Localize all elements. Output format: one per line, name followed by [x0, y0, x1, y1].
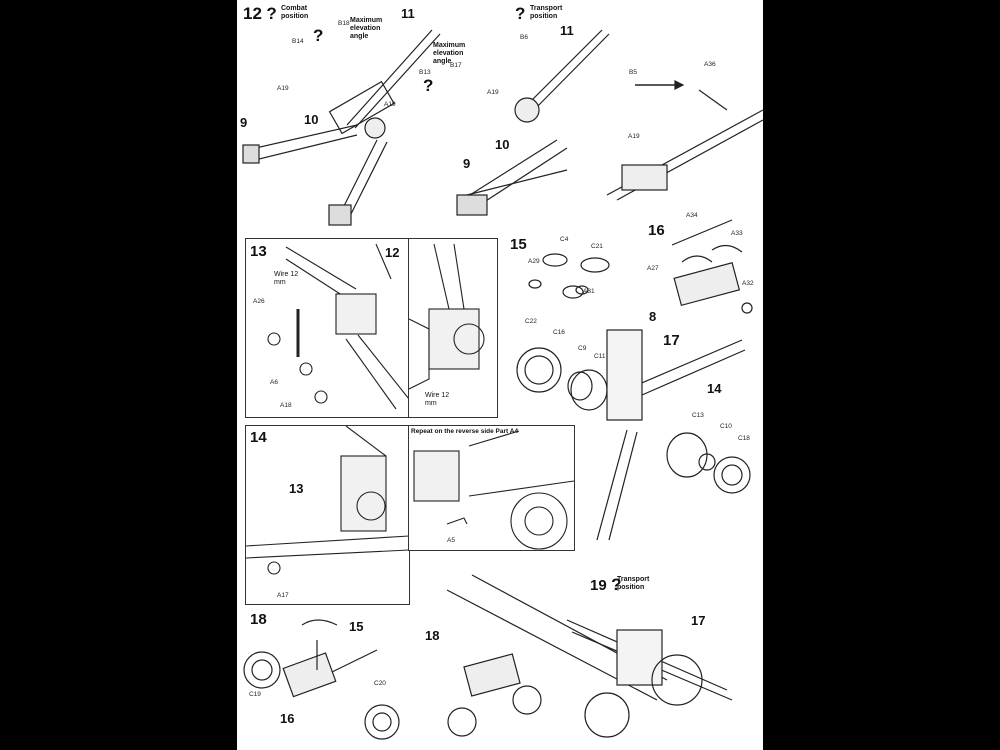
part-c11: C11 [594, 353, 606, 360]
note-max-elevation-2: Maximum elevation angle [433, 42, 466, 65]
step16-parts [671, 219, 753, 314]
subassembly-11: 11 [401, 6, 415, 21]
subassembly-18: 18 [425, 628, 440, 643]
part-c18: C18 [738, 435, 750, 442]
part-a29: A29 [528, 258, 540, 265]
note-combat: Combat position [281, 5, 309, 20]
step-16-number: 16 [648, 222, 665, 239]
subassembly-11: 11 [560, 23, 574, 38]
question-icon: ? [515, 4, 526, 23]
part-a33: A33 [731, 230, 743, 237]
subassembly-15: 15 [349, 619, 364, 634]
step14-detail-drawing [413, 430, 574, 550]
part-c9: C9 [578, 345, 587, 352]
part-a31: A31 [583, 288, 595, 295]
note-repeat: Repeat on the reverse side Part A4 [411, 428, 519, 435]
step-14-panel [245, 425, 410, 605]
part-c22: C22 [525, 318, 537, 325]
instruction-sheet: 12 ? Combat position ? ? Maximum elevati… [237, 0, 763, 750]
part-b13: B13 [419, 69, 431, 76]
part-c20: C20 [374, 680, 386, 687]
step-13-number: 13 [250, 243, 267, 260]
step-17-number: 17 [663, 332, 680, 349]
note-max-elevation-1: Maximum elevation angle [350, 17, 383, 40]
subassembly-12: 12 [385, 245, 400, 260]
step18-drawing [243, 619, 400, 740]
part-c19: C19 [249, 691, 261, 698]
subassembly-17: 17 [691, 613, 706, 628]
question-icon: ? [313, 26, 324, 45]
note-wire-1: Wire 12 mm [274, 271, 299, 286]
part-a32: A32 [742, 280, 754, 287]
part-a26: A26 [253, 298, 265, 305]
part-b6: B6 [520, 34, 528, 41]
subassembly-16: 16 [280, 711, 295, 726]
part-c16: C16 [553, 329, 565, 336]
step-15-number: 15 [510, 236, 527, 253]
part-b5: B5 [629, 69, 637, 76]
subassembly-9: 9 [463, 156, 471, 171]
part-c4: C4 [560, 236, 569, 243]
part-a27: A27 [647, 265, 659, 272]
subassembly-9: 9 [240, 115, 248, 130]
part-c21: C21 [591, 243, 603, 250]
step-12-heading: 12 ? [243, 4, 277, 24]
step-13-panel [245, 238, 410, 418]
step-14-number: 14 [250, 429, 267, 446]
subassembly-14: 14 [707, 381, 722, 396]
part-b14: B14 [292, 38, 304, 45]
note-transport: Transport position [530, 5, 563, 20]
part-a5: A5 [447, 537, 455, 544]
part-a19: A19 [628, 133, 640, 140]
step-number: 12 [243, 4, 262, 23]
step-18-number: 18 [250, 611, 267, 628]
question-icon: ? [423, 76, 434, 95]
part-a36: A36 [704, 61, 716, 68]
subassembly-8: 8 [649, 309, 657, 324]
part-a6: A6 [270, 379, 278, 386]
part-b17: B17 [450, 62, 462, 69]
note-transport-19: Transport position [617, 576, 650, 591]
subassembly-10: 10 [304, 112, 319, 127]
step15-parts [528, 253, 610, 299]
step17-drawing [516, 329, 751, 541]
question-icon: ? [266, 4, 277, 23]
part-c10: C10 [720, 423, 732, 430]
note-wire-2: Wire 12 mm [425, 392, 450, 407]
part-a18: A18 [280, 402, 292, 409]
part-a34: A34 [686, 212, 698, 219]
question-icon: ? [611, 575, 622, 594]
subassembly-13: 13 [289, 481, 304, 496]
step13-detail-drawing [409, 243, 485, 390]
part-b18: B18 [338, 20, 350, 27]
line-art [242, 29, 763, 740]
part-a19: A19 [487, 89, 499, 96]
part-a19: A19 [277, 85, 289, 92]
part-c13: C13 [692, 412, 704, 419]
part-a17: A17 [277, 592, 289, 599]
gun-combat-drawing [242, 29, 441, 226]
step-19-heading: 19 ? [590, 575, 622, 595]
subassembly-10: 10 [495, 137, 510, 152]
gun-transport-drawing [456, 29, 763, 216]
step13-drawing [267, 243, 409, 410]
part-a19: A19 [384, 101, 396, 108]
step-13-detail-panel [408, 238, 498, 418]
step14-drawing [246, 426, 409, 575]
step-14-detail-panel [408, 425, 575, 551]
step-number: 19 [590, 577, 607, 594]
step19-drawing [446, 574, 733, 738]
